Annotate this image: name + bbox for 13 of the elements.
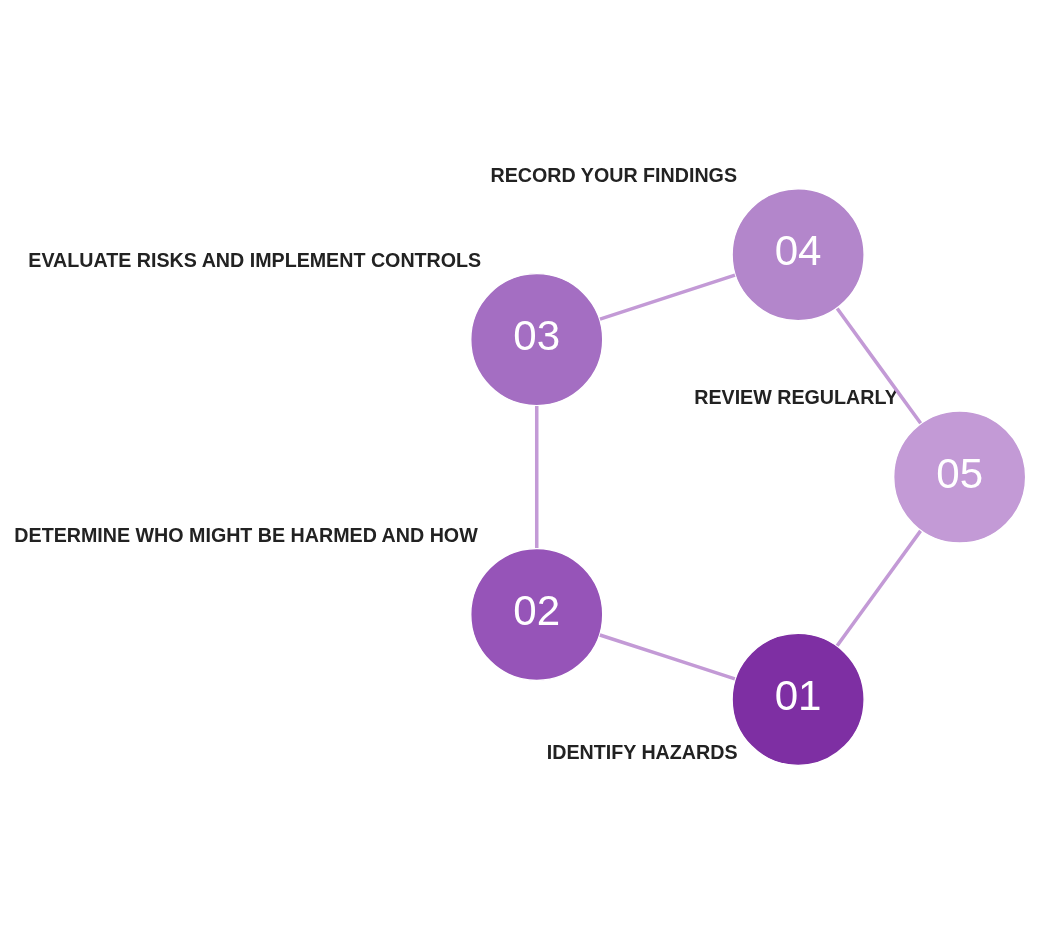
node-label: RECORD YOUR FINDINGS	[490, 163, 738, 186]
node-label: DETERMINE WHO MIGHT BE HARMED AND HOW	[14, 523, 478, 546]
node-circle: 03	[470, 272, 604, 407]
node-label: EVALUATE RISKS AND IMPLEMENT CONTROLS	[28, 248, 482, 271]
connector	[835, 529, 922, 647]
node-circle: 05	[892, 410, 1027, 544]
connector	[835, 307, 923, 425]
connector	[599, 633, 736, 681]
node-label: REVIEW REGULARLY	[694, 386, 898, 409]
connector	[535, 406, 539, 548]
node-circle: 04	[731, 188, 865, 322]
connector	[599, 273, 736, 321]
node-circle: 02	[470, 547, 604, 682]
